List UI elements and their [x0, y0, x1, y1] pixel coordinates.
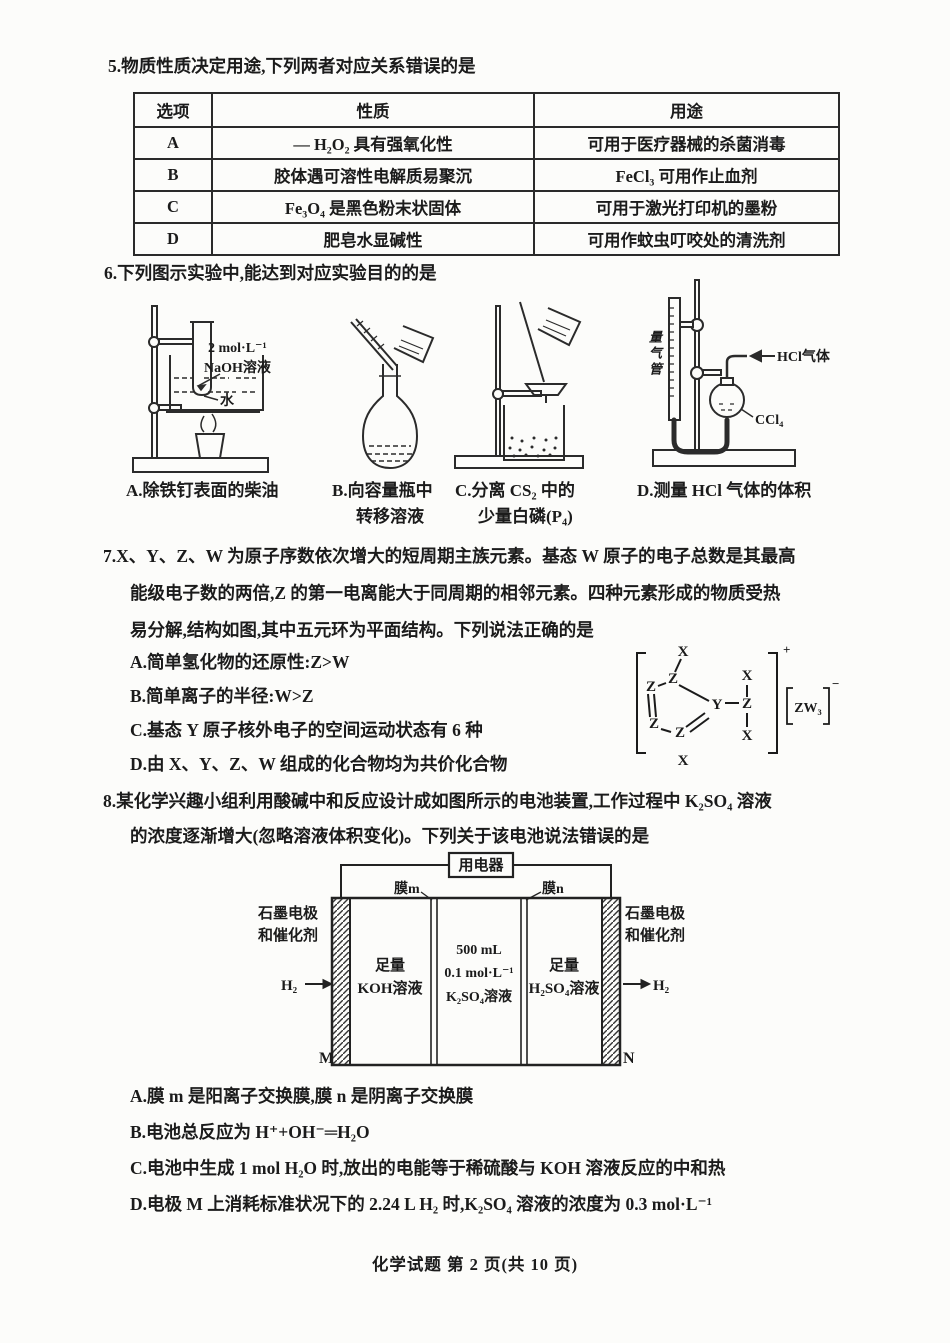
water-label: 水	[220, 392, 235, 409]
naoh-concentration-label: 2 mol·L⁻¹	[208, 341, 267, 356]
q8-option-a: A.膜 m 是阳离子交换膜,膜 n 是阴离子交换膜	[130, 1086, 474, 1106]
q5-row-b-option: B	[133, 158, 213, 192]
q6-figure-d-apparatus: HCl气体 CCl₄	[652, 279, 831, 467]
atom-z: Z	[646, 679, 656, 695]
q7-option-b: B.简单离子的半径:W>Z	[130, 686, 314, 706]
left-solution-line2: KOH溶液	[357, 979, 423, 997]
q7-stem-line1: 7.X、Y、Z、W 为原子序数依次增大的短周期主族元素。基态 W 原子的电子总数…	[103, 546, 796, 566]
table-row: A — H₂O₂ 具有强氧化性 可用于医疗器械的杀菌消毒	[133, 126, 840, 160]
anion-charge: −	[832, 676, 839, 691]
q5-row-c-option: C	[133, 190, 213, 224]
q5-row-b-property: 胶体遇可溶性电解质易聚沉	[211, 158, 535, 192]
q5-stem: 5.物质性质决定用途,下列两者对应关系错误的是	[108, 56, 476, 76]
anion-formula: ZW₃	[794, 701, 822, 716]
table-row: B 胶体遇可溶性电解质易聚沉 FeCl₃ 可用作止血剂	[133, 158, 840, 192]
q7-option-c: C.基态 Y 原子核外电子的空间运动状态有 6 种	[130, 720, 483, 740]
q5-header-use: 用途	[533, 92, 840, 128]
middle-solution-line2: 0.1 mol·L⁻¹	[444, 966, 513, 981]
atom-x: X	[678, 644, 689, 660]
q5-table-header-row: 选项 性质 用途	[133, 92, 840, 128]
q7-option-a: A.简单氢化物的还原性:Z>W	[130, 652, 350, 672]
atom-x: X	[678, 753, 689, 769]
atom-z: Z	[675, 725, 685, 741]
q8-option-c: C.电池中生成 1 mol H₂O 时,放出的电能等于稀硫酸与 KOH 溶液反应…	[130, 1158, 726, 1178]
q7-structure-diagram: X Z Z Z Z Y X Z X X ZW₃ + −	[636, 642, 839, 769]
q7-stem-line3: 易分解,结构如图,其中五元环为平面结构。下列说法正确的是	[130, 620, 594, 640]
q5-row-a-property: — H₂O₂ 具有强氧化性	[211, 126, 535, 160]
electrode-m-label: M	[319, 1050, 334, 1067]
right-electrode-label-line1: 石墨电极	[624, 904, 686, 922]
h2-outlet-label: H₂	[653, 978, 670, 994]
q5-row-c-property: Fe₃O₄ 是黑色粉末状固体	[211, 190, 535, 224]
q5-row-a-option: A	[133, 126, 213, 160]
q8-cell-diagram: 用电器 膜m 膜n 石墨电极 和催化剂 石墨电极 和催化剂 H₂ H₂ 足量 K…	[257, 851, 686, 1067]
load-label: 用电器	[458, 856, 504, 874]
q5-row-d-option: D	[133, 222, 213, 256]
middle-solution-line1: 500 mL	[456, 943, 502, 958]
q5-row-b-use: FeCl₃ 可用作止血剂	[533, 158, 840, 192]
q6-figure-b-apparatus	[350, 318, 435, 470]
electrode-n-label: N	[623, 1050, 635, 1067]
left-electrode-label-line2: 和催化剂	[258, 926, 318, 944]
q6-figure-b-caption-line2: 转移溶液	[356, 507, 424, 526]
h2-inlet-label: H₂	[281, 978, 298, 994]
q6-figure-a-apparatus: 2 mol·L⁻¹ NaOH溶液 水	[132, 305, 272, 473]
q5-header-option: 选项	[133, 92, 213, 128]
atom-y: Y	[712, 697, 723, 713]
hcl-gas-label: HCl气体	[777, 348, 831, 365]
q5-header-property: 性质	[211, 92, 535, 128]
q6-figure-b-caption-line1: B.向容量瓶中	[332, 481, 433, 500]
q6-figure-c-apparatus	[454, 301, 584, 469]
cation-charge: +	[783, 642, 790, 657]
left-electrode-label-line1: 石墨电极	[257, 904, 319, 922]
gas-measuring-tube-label: 量气管	[647, 330, 662, 378]
q5-row-a-use: 可用于医疗器械的杀菌消毒	[533, 126, 840, 160]
right-electrode-label-line2: 和催化剂	[625, 926, 685, 944]
membrane-n-label: 膜n	[542, 880, 564, 897]
q6-figure-a-caption: A.除铁钉表面的柴油	[126, 481, 279, 500]
table-row: D 肥皂水显碱性 可用作蚊虫叮咬处的清洗剂	[133, 222, 840, 256]
atom-x: X	[742, 668, 753, 684]
q7-option-d: D.由 X、Y、Z、W 组成的化合物均为共价化合物	[130, 754, 508, 774]
q8-option-d: D.电极 M 上消耗标准状况下的 2.24 L H₂ 时,K₂SO₄ 溶液的浓度…	[130, 1194, 712, 1214]
right-solution-line1: 足量	[549, 957, 579, 974]
q8-stem-line1: 8.某化学兴趣小组利用酸碱中和反应设计成如图所示的电池装置,工作过程中 K₂SO…	[103, 791, 772, 811]
left-solution-line1: 足量	[375, 957, 405, 974]
q8-stem-line2: 的浓度逐渐增大(忽略溶液体积变化)。下列关于该电池说法错误的是	[130, 826, 650, 846]
q8-option-b: B.电池总反应为 H⁺+OH⁻═H₂O	[130, 1122, 370, 1142]
q6-stem: 6.下列图示实验中,能达到对应实验目的的是	[104, 263, 437, 283]
ccl4-label: CCl₄	[755, 413, 784, 428]
right-solution-line2: H₂SO₄溶液	[529, 979, 601, 997]
table-row: C Fe₃O₄ 是黑色粉末状固体 可用于激光打印机的墨粉	[133, 190, 840, 224]
q7-stem-line2: 能级电子数的两倍,Z 的第一电离能大于同周期的相邻元素。四种元素形成的物质受热	[130, 583, 781, 603]
membrane-m-label: 膜m	[394, 880, 420, 897]
q5-row-c-use: 可用于激光打印机的墨粉	[533, 190, 840, 224]
q5-row-d-property: 肥皂水显碱性	[211, 222, 535, 256]
q6-figure-d-caption: D.测量 HCl 气体的体积	[637, 481, 812, 500]
q6-figure-c-caption-line1: C.分离 CS₂ 中的	[455, 481, 575, 500]
atom-z: Z	[742, 696, 752, 712]
page-footer: 化学试题 第 2 页(共 10 页)	[371, 1255, 579, 1274]
atom-z: Z	[649, 716, 659, 732]
q5-table: 选项 性质 用途 A — H₂O₂ 具有强氧化性 可用于医疗器械的杀菌消毒 B …	[133, 92, 840, 256]
atom-z: Z	[668, 671, 678, 687]
atom-x: X	[742, 728, 753, 744]
middle-solution-line3: K₂SO₄溶液	[446, 988, 513, 1005]
q6-figure-c-caption-line2: 少量白磷(P₄)	[478, 507, 573, 526]
q5-row-d-use: 可用作蚊虫叮咬处的清洗剂	[533, 222, 840, 256]
naoh-solution-label: NaOH溶液	[204, 359, 272, 376]
